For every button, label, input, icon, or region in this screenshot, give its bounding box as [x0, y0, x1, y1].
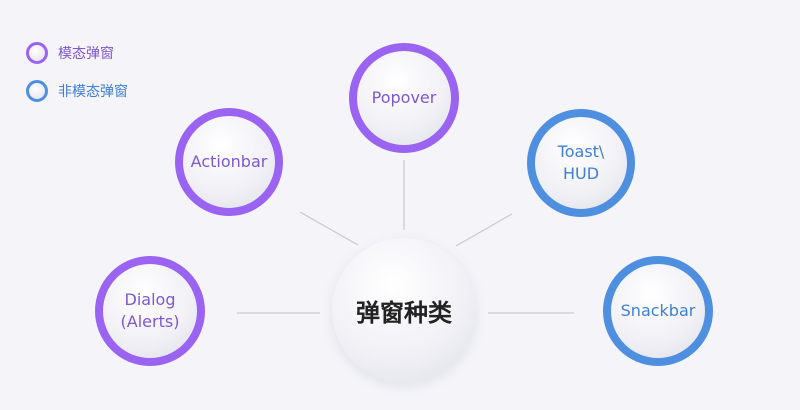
node-snackbar: Snackbar	[603, 256, 713, 366]
node-center-popup-types: 弹窗种类	[332, 238, 476, 382]
legend-modal-label: 模态弹窗	[58, 46, 114, 62]
connector-actionbar	[299, 211, 359, 246]
connector-toast	[455, 213, 513, 247]
legend-item-modeless: 非模态弹窗	[26, 80, 128, 102]
node-popover: Popover	[349, 43, 459, 153]
legend-modeless-label: 非模态弹窗	[58, 84, 128, 100]
node-actionbar: Actionbar	[175, 108, 283, 216]
legend-modal-circle-icon	[26, 42, 48, 64]
legend-modeless-circle-icon	[26, 80, 48, 102]
legend-item-modal: 模态弹窗	[26, 42, 114, 64]
node-toast-hud: Toast\ HUD	[527, 109, 635, 217]
node-dialog-alerts: Dialog (Alerts)	[95, 256, 205, 366]
